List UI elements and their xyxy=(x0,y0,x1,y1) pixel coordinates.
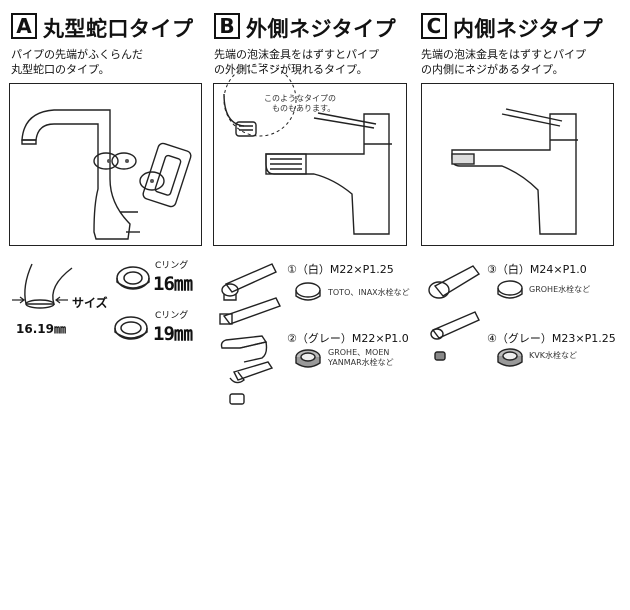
outer-thread-faucet-illustration xyxy=(223,63,392,235)
inner-spout-illustrations xyxy=(428,265,481,361)
faucet-b-note-line1: このようなタイプの xyxy=(264,94,336,103)
faucet-b-note-line2: ものもあります。 xyxy=(272,104,336,113)
round-faucet-illustration xyxy=(21,109,192,240)
c-ring-19-size: 19㎜ xyxy=(153,323,193,345)
aerator-white-icon xyxy=(295,282,321,301)
c-ring-19-label: Cリング xyxy=(155,311,189,321)
inner-thread-faucet-illustration xyxy=(451,108,578,235)
c-ring-16-label: Cリング xyxy=(155,261,189,271)
pipe-size-diagram xyxy=(12,263,73,309)
type-2-spec: ②（グレー）M22×P1.0 xyxy=(287,332,409,345)
section-a-desc-line1: パイプの先端がふくらんだ xyxy=(11,48,143,61)
c-ring-16-icon xyxy=(116,266,150,290)
type-1-brands: TOTO、INAX水栓など xyxy=(328,288,410,297)
section-c-desc-line1: 先端の泡沫金具をはずすとパイプ xyxy=(421,48,586,61)
section-b-title: 外側ネジタイプ xyxy=(246,17,397,41)
outer-spout-illustrations xyxy=(219,263,281,405)
faucet-c-panel xyxy=(421,83,614,246)
c-ring-16-size: 16㎜ xyxy=(153,273,193,295)
faucet-a-panel xyxy=(9,83,202,246)
type-4-brands: KVK水栓など xyxy=(529,351,577,360)
section-a-letter: A xyxy=(11,13,37,39)
type-2-brands-line1: GROHE、MOEN xyxy=(328,348,390,357)
size-label: サイズ xyxy=(72,296,108,310)
section-a-desc-line2: 丸型蛇口のタイプ。 xyxy=(11,63,110,76)
section-c-letter: C xyxy=(421,13,447,39)
type-3-spec: ③（白）M24×P1.0 xyxy=(487,263,587,276)
type-4-spec: ④（グレー）M23×P1.25 xyxy=(487,332,616,345)
aerator-gray-inner-icon xyxy=(497,348,523,367)
section-b-letter: B xyxy=(214,13,240,39)
aerator-gray-icon xyxy=(295,349,321,368)
aerator-white-inner-icon xyxy=(497,280,523,299)
section-c-title: 内側ネジタイプ xyxy=(453,17,604,41)
type-1-spec: ①（白）M22×P1.25 xyxy=(287,263,394,276)
section-b-desc-line2: の外側にネジが現れるタイプ。 xyxy=(214,63,368,76)
faucet-b-panel: このようなタイプの ものもあります。 xyxy=(213,63,407,246)
section-a-title: 丸型蛇口タイプ xyxy=(43,17,194,41)
c-ring-19-icon xyxy=(114,316,148,340)
size-value: 16.19㎜ xyxy=(16,322,66,336)
type-3-brands: GROHE水栓など xyxy=(529,285,591,294)
section-b-desc-line1: 先端の泡沫金具をはずすとパイプ xyxy=(214,48,379,61)
type-2-brands-line2: YANMAR水栓など xyxy=(328,358,394,367)
section-c-desc-line2: の内側にネジがあるタイプ。 xyxy=(421,63,564,76)
